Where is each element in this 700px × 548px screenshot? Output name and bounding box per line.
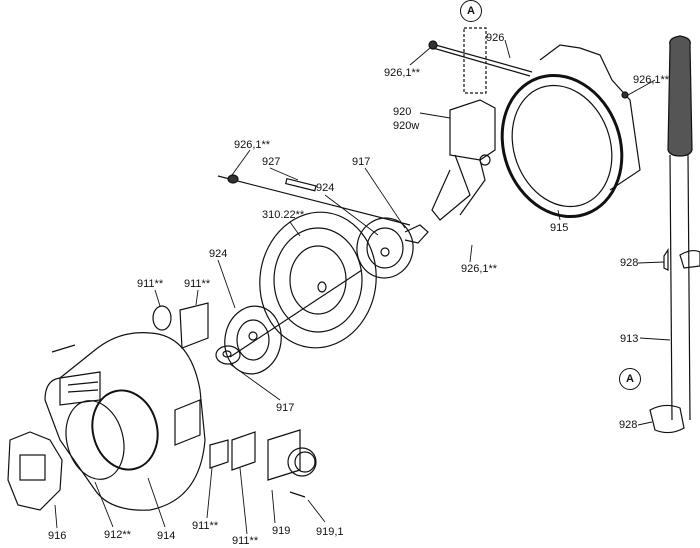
- label-911-c: 911**: [192, 520, 219, 532]
- lever-part-920: [431, 99, 496, 221]
- label-924-top: 924: [316, 182, 335, 194]
- handle-part-913: [663, 35, 700, 421]
- label-914: 914: [157, 530, 176, 542]
- label-920w: 920w: [393, 120, 420, 132]
- port-part-919: [267, 429, 317, 498]
- label-926-1-mid: 926,1**: [461, 263, 498, 275]
- oring-part-912: [65, 400, 125, 480]
- label-916: 916: [48, 530, 67, 542]
- reference-marker-a-right: A: [619, 368, 641, 390]
- label-926-1-left: 926,1**: [234, 139, 271, 151]
- pump-body-part-914: [44, 332, 206, 511]
- clip-part-928: [649, 404, 685, 434]
- label-926-1-top: 926,1**: [384, 67, 421, 79]
- label-924-left: 924: [209, 248, 228, 260]
- nut-part-917: [215, 345, 241, 365]
- label-928-bottom: 928: [619, 419, 638, 431]
- housing-ring-part-915: [500, 44, 641, 219]
- label-926: 926: [486, 32, 505, 44]
- diaphragm-part-924-left: [224, 305, 282, 375]
- label-920: 920: [393, 106, 412, 118]
- label-912: 912**: [104, 529, 131, 541]
- label-919-1: 919,1: [316, 526, 344, 538]
- pin-part-926: [428, 27, 533, 94]
- reference-marker-a-top: A: [460, 0, 482, 22]
- label-927: 927: [262, 156, 281, 168]
- leader-lines: [54, 39, 671, 535]
- diaphragm-part-924-top: [356, 217, 429, 279]
- label-911-a: 911**: [137, 278, 164, 290]
- membrane-part-310-22: [229, 211, 377, 358]
- label-926-1-right: 926,1**: [633, 74, 670, 86]
- cap-part-916: [7, 431, 63, 511]
- label-310-22: 310.22**: [262, 209, 305, 221]
- label-911-d: 911**: [232, 535, 259, 547]
- label-917-top: 917: [352, 156, 371, 168]
- label-919: 919: [272, 525, 291, 537]
- pin-part-927: [217, 174, 411, 226]
- label-911-b: 911**: [184, 278, 211, 290]
- label-928-top: 928: [620, 257, 639, 269]
- label-917-mid: 917: [276, 402, 295, 414]
- seal-part-911: [152, 302, 256, 471]
- label-915: 915: [550, 222, 569, 234]
- label-913: 913: [620, 333, 639, 345]
